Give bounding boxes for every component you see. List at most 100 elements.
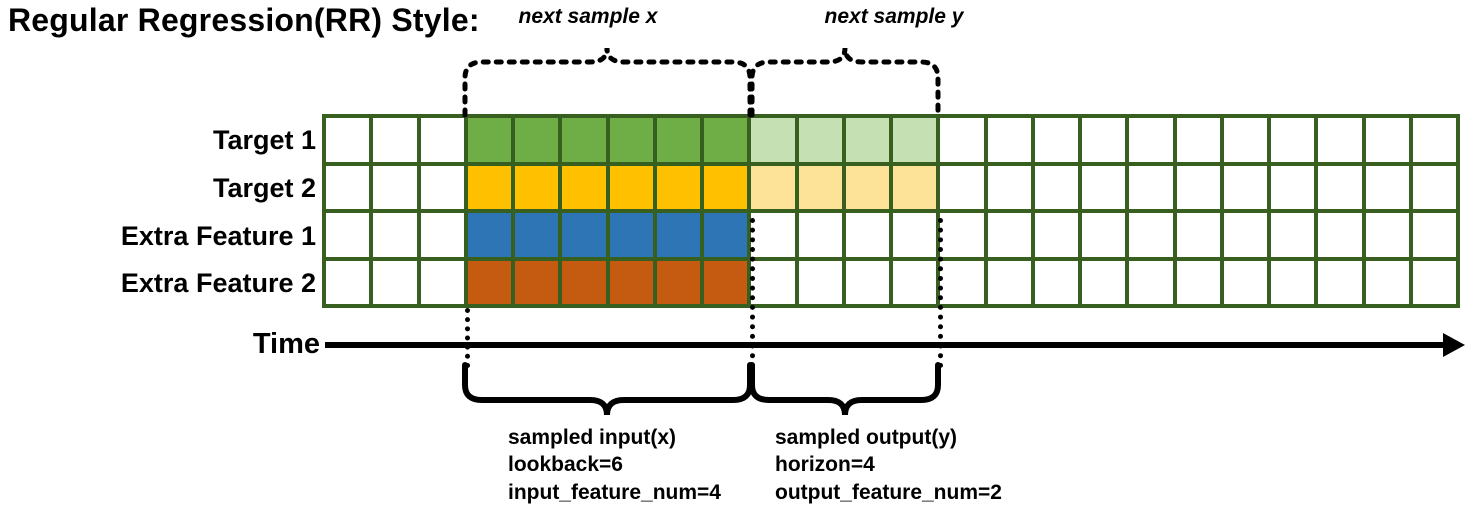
grid-cell-empty (1176, 165, 1220, 209)
grid-cell-empty (1176, 213, 1220, 257)
grid-cell-input (704, 165, 748, 209)
time-axis (325, 333, 1465, 357)
grid-cell-empty (940, 260, 984, 304)
grid-cell-empty (1176, 260, 1220, 304)
grid-cell-empty (1129, 213, 1173, 257)
grid-row (326, 118, 1456, 162)
grid-cell-empty (940, 165, 984, 209)
grid-cell-input (515, 260, 559, 304)
grid-cell-empty (1412, 213, 1456, 257)
grid-cell-input (609, 260, 653, 304)
row-label-target-1: Target 1 (212, 125, 316, 155)
axis-label-time: Time (252, 328, 320, 360)
grid-cell-input (515, 118, 559, 162)
grid-cell-empty (1271, 165, 1315, 209)
grid-cell-empty (326, 165, 370, 209)
grid-cell-input (467, 260, 511, 304)
grid-cell-input (656, 213, 700, 257)
grid-cell-empty (751, 260, 795, 304)
bottom-caption-output-line2: horizon=4 (775, 453, 875, 477)
grid-cell-empty (1365, 118, 1409, 162)
grid-cell-input (609, 165, 653, 209)
grid-cell-empty (1082, 118, 1126, 162)
grid-cell-empty (1223, 165, 1267, 209)
grid-cell-empty (326, 260, 370, 304)
grid-cell-input (656, 165, 700, 209)
grid-cell-empty (1318, 260, 1362, 304)
row-label-target-2: Target 2 (212, 173, 316, 203)
grid-cell-input (467, 118, 511, 162)
grid-cell-empty (1365, 165, 1409, 209)
grid-cell-empty (1318, 165, 1362, 209)
grid-cell-empty (1034, 213, 1078, 257)
grid-cell-empty (893, 213, 937, 257)
grid-cell-empty (1223, 118, 1267, 162)
grid-cell-input (609, 213, 653, 257)
bottom-caption-output-line1: sampled output(y) (775, 426, 957, 449)
row-label-extra-feature-2: Extra Feature 2 (120, 268, 316, 298)
grid-cell-empty (1223, 213, 1267, 257)
axis-arrowhead (1443, 333, 1465, 357)
divider-input-end (750, 218, 755, 368)
grid-cell-empty (1271, 213, 1315, 257)
grid-row (326, 165, 1456, 209)
grid-cell-empty (420, 260, 464, 304)
grid-cell-empty (1412, 260, 1456, 304)
brace-sampled-output (749, 362, 941, 416)
grid-cell-empty (987, 213, 1031, 257)
grid-cell-empty (798, 213, 842, 257)
bottom-caption-input-line1: sampled input(x) (508, 426, 677, 449)
grid-cell-input (562, 213, 606, 257)
bottom-caption-input: sampled input(x) lookback=6 input_featur… (508, 424, 721, 506)
grid-cell-empty (940, 118, 984, 162)
grid-row (326, 260, 1456, 304)
grid-cell-empty (1412, 118, 1456, 162)
grid-cell-empty (1082, 260, 1126, 304)
grid-cell-empty (1034, 260, 1078, 304)
grid-cell-input (467, 213, 511, 257)
grid-cell-input (704, 118, 748, 162)
grid-cell-empty (1318, 118, 1362, 162)
grid-cell-empty (1318, 213, 1362, 257)
grid-cell-output (798, 118, 842, 162)
brace-next-sample-x (462, 47, 753, 118)
bottom-caption-output-line3: output_feature_num=2 (775, 480, 1002, 504)
timeline-grid (322, 114, 1460, 308)
grid-cell-input (704, 213, 748, 257)
grid-cell-input (515, 213, 559, 257)
grid-cell-empty (373, 213, 417, 257)
grid-cell-empty (1034, 165, 1078, 209)
grid-cell-output (893, 118, 937, 162)
grid-cell-output (893, 165, 937, 209)
grid-cell-empty (1271, 118, 1315, 162)
brace-sampled-input (462, 362, 753, 416)
grid-row (326, 213, 1456, 257)
grid-cell-empty (326, 118, 370, 162)
grid-cell-input (704, 260, 748, 304)
grid-cell-empty (1129, 118, 1173, 162)
grid-cell-empty (1271, 260, 1315, 304)
grid-cell-input (562, 118, 606, 162)
grid-cell-empty (1365, 260, 1409, 304)
page-title: Regular Regression(RR) Style: (8, 2, 480, 38)
grid-cell-empty (420, 165, 464, 209)
grid-cell-output (751, 118, 795, 162)
grid-cell-empty (373, 165, 417, 209)
grid-cell-input (656, 118, 700, 162)
grid-cell-empty (751, 213, 795, 257)
grid-cell-input (515, 165, 559, 209)
bottom-caption-output: sampled output(y) horizon=4 output_featu… (775, 424, 1002, 506)
grid-cell-empty (893, 260, 937, 304)
grid-cell-output (798, 165, 842, 209)
grid-cell-output (845, 118, 889, 162)
grid-cell-empty (1082, 213, 1126, 257)
grid-cell-empty (1129, 165, 1173, 209)
grid-cell-empty (987, 165, 1031, 209)
grid-cell-empty (1176, 118, 1220, 162)
grid-cell-empty (845, 260, 889, 304)
brace-next-sample-y (749, 47, 941, 118)
grid-cell-empty (798, 260, 842, 304)
